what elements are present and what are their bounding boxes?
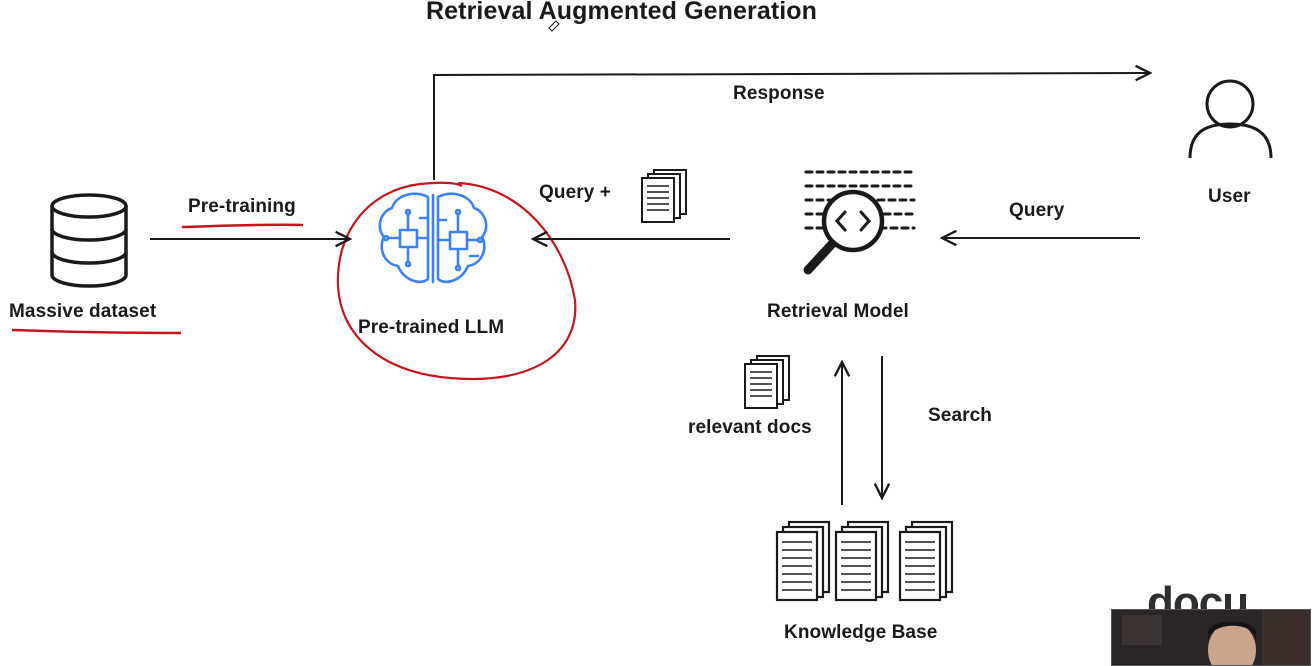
label-pretraining: Pre-training <box>188 196 296 217</box>
label-response: Response <box>733 83 825 104</box>
label-query-plus: Query + <box>539 182 611 203</box>
label-knowledge-base: Knowledge Base <box>784 622 938 643</box>
knowledge-base-icon <box>775 520 954 602</box>
user-icon <box>1188 79 1273 159</box>
label-search: Search <box>928 405 992 426</box>
arrow-response <box>433 73 1150 180</box>
retrieval-magnifier-icon <box>803 170 916 275</box>
database-icon <box>50 193 128 288</box>
label-massive-dataset: Massive dataset <box>9 301 157 322</box>
underline-dataset <box>11 328 182 335</box>
highlight-circle <box>336 181 577 381</box>
label-query: Query <box>1009 200 1065 221</box>
label-pretrained-llm: Pre-trained LLM <box>358 317 505 338</box>
label-user: User <box>1208 186 1251 207</box>
relevant-docs-icon <box>744 355 790 409</box>
presenter-webcam <box>1111 609 1311 666</box>
documents-icon <box>641 169 687 223</box>
underline-pretraining <box>181 223 304 229</box>
label-retrieval-model: Retrieval Model <box>767 301 909 322</box>
pen-cursor-icon <box>548 20 560 32</box>
label-relevant-docs: relevant docs <box>688 417 812 438</box>
page-title: Retrieval Augmented Generation <box>426 0 818 25</box>
brain-chip-icon <box>378 192 488 284</box>
